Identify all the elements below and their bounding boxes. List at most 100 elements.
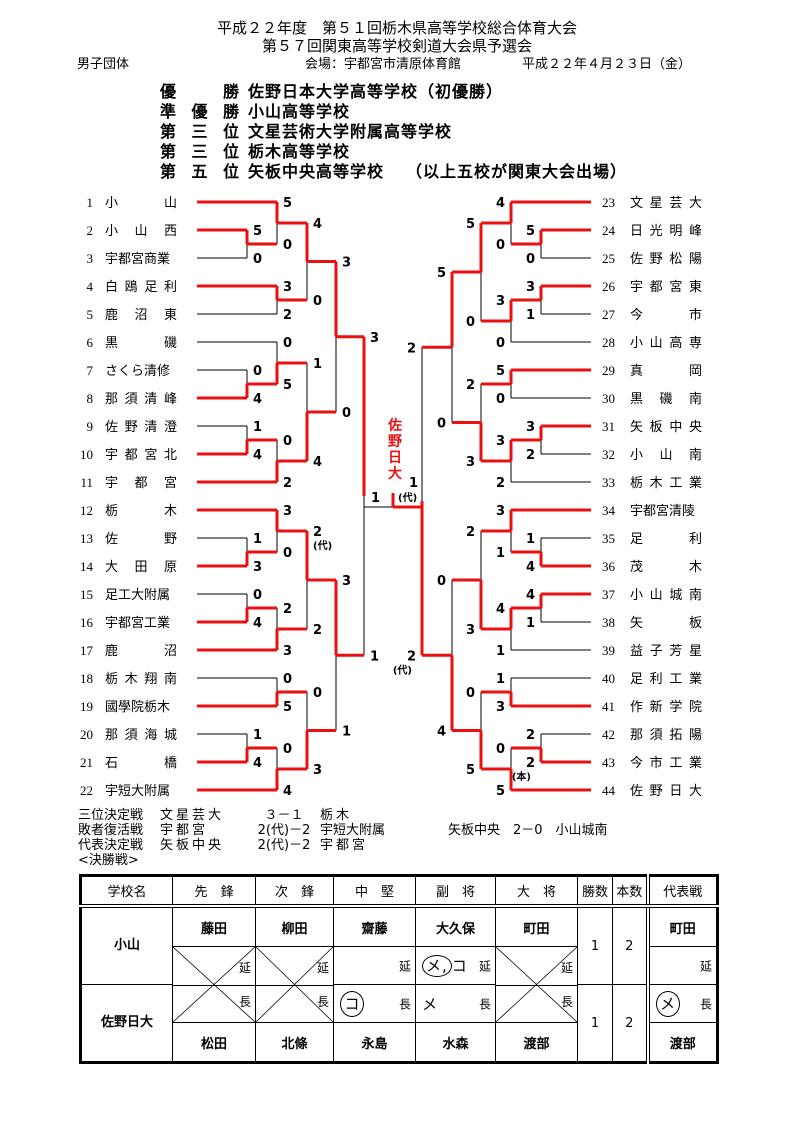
team-number: 18 [80, 671, 93, 686]
mark-cell: コ長 [333, 984, 416, 1023]
final-score-left: 1 [371, 491, 380, 506]
match-score: 1 [496, 546, 505, 561]
match-score: 5 [466, 217, 475, 232]
match-score: 4 [253, 392, 262, 407]
result-rank: 優勝 [160, 82, 240, 101]
match-score: 2 [407, 341, 416, 356]
team-name: 佐野日大 [630, 784, 702, 799]
team-number: 41 [602, 699, 615, 714]
match-score: 2 [466, 378, 475, 393]
header-chuken: 中 堅 [333, 875, 416, 908]
date-label: 平成２２年４月２３日（金） [522, 57, 692, 72]
match-score: 5 [466, 763, 475, 778]
score-marks: コ [340, 990, 364, 1017]
final-match-table: 学校名 先 鋒 次 鋒 中 堅 副 将 大 将 勝数 本数 代表戦 小山 藤田 … [79, 874, 719, 1064]
men-mark: メ [422, 995, 438, 1013]
match-score: 3 [496, 294, 505, 309]
ext-label: 延 [478, 959, 491, 973]
team-number: 1 [87, 195, 94, 210]
result-school: 佐野日本大学高等学校（初優勝） [248, 82, 504, 101]
match-score: 0 [466, 686, 475, 701]
team-number: 8 [87, 391, 94, 406]
match-score: ３－１ [264, 808, 304, 823]
team-number: 27 [602, 307, 616, 322]
result-school: 小山高等学校 [248, 102, 351, 121]
match-score: 0 [437, 417, 446, 432]
match-score: 4 [496, 196, 505, 211]
team-name: 日光明峰 [630, 224, 702, 239]
team-name: 益子芳星 [630, 644, 702, 659]
team-name: 佐野清澄 [105, 420, 177, 435]
match-score: 2(代)－2 [257, 823, 311, 838]
match-score: 4 [526, 560, 535, 575]
mark-cell: メ,コ延 [415, 946, 496, 985]
team-number: 30 [602, 391, 615, 406]
team2-players-row: 松田 北條 永島 水森 渡部 渡部 [81, 1022, 718, 1063]
match-score: 3 [526, 420, 535, 435]
match-score: 3 [313, 763, 322, 778]
score-marks: メ,コ [422, 954, 468, 978]
match-score: 1 [342, 725, 351, 740]
match-score: 5 [496, 364, 505, 379]
final-heading: <決勝戦> [78, 853, 139, 868]
match-score: 3 [283, 504, 292, 519]
team-name: 文星芸大 [630, 195, 702, 211]
match-score: 2 [526, 728, 535, 743]
team-name: 矢板中央 [630, 420, 702, 435]
header-jiho: 次 鋒 [255, 875, 334, 908]
match-score: 0 [283, 546, 292, 561]
team1-points: 2 [612, 905, 648, 985]
team2-rep-player: 渡部 [645, 1022, 718, 1063]
long-label: 長 [699, 997, 712, 1011]
match-score: 2 [313, 623, 322, 638]
score-note: (代) [393, 663, 412, 676]
match-score: 3 [526, 280, 535, 295]
bracket-lines-won [197, 200, 591, 792]
team-name: 作新学院 [630, 699, 702, 715]
match-score: 4 [496, 602, 505, 617]
match-score: 4 [526, 588, 535, 603]
team-name: 宇短大附属 [105, 784, 170, 799]
team-name: 足利工業 [630, 671, 702, 687]
match-score: 1 [526, 308, 535, 323]
player-name: 町田 [495, 905, 578, 947]
match-score: 3 [496, 700, 505, 715]
result-rank: 第三位 [160, 122, 240, 141]
team-number: 35 [602, 531, 615, 546]
match-label: 三位決定戦 [78, 808, 144, 823]
team-name: 佐野 [105, 532, 177, 547]
ext-label: 延 [398, 959, 411, 973]
team-name: 小山高専 [630, 335, 702, 351]
match-score: 4 [437, 725, 446, 740]
match-score: 5 [526, 224, 535, 239]
team1-players-row: 小山 藤田 柳田 齋藤 大久保 町田 1 2 町田 [80, 905, 718, 985]
result-row: 第五位矢板中央高等学校（以上五校が関東大会出場） [160, 162, 627, 182]
match-score: 0 [283, 742, 292, 757]
team-number: 14 [80, 559, 94, 574]
title-line-1: 平成２２年度 第５１回栃木県高等学校総合体育大会 [216, 19, 577, 37]
match-score: 3 [283, 644, 292, 659]
player-name: 大久保 [415, 905, 496, 947]
ext-label: 延 [316, 961, 329, 975]
team-name: 國學院栃木 [105, 700, 170, 715]
team-name: 宇都宮東 [630, 279, 702, 295]
match-score: 1 [370, 649, 379, 664]
team-name: 茂木 [630, 560, 702, 575]
team-number: 7 [87, 363, 94, 378]
category-label: 男子団体 [77, 57, 130, 72]
team-number: 38 [602, 615, 615, 630]
match-score: 0 [496, 392, 505, 407]
player-name: 齋藤 [333, 905, 416, 947]
team-number: 11 [80, 475, 93, 490]
team-number: 2 [87, 223, 94, 238]
header-senpo: 先 鋒 [172, 875, 256, 908]
result-rank: 準優勝 [160, 102, 240, 121]
long-label: 長 [478, 997, 491, 1011]
team-name: 足利 [630, 532, 702, 547]
team-name: 小山南 [630, 447, 702, 463]
bracket-lines-lost [197, 223, 591, 769]
match-score: 0 [342, 406, 351, 421]
match-score: 0 [496, 742, 505, 757]
match-score: 0 [437, 574, 446, 589]
